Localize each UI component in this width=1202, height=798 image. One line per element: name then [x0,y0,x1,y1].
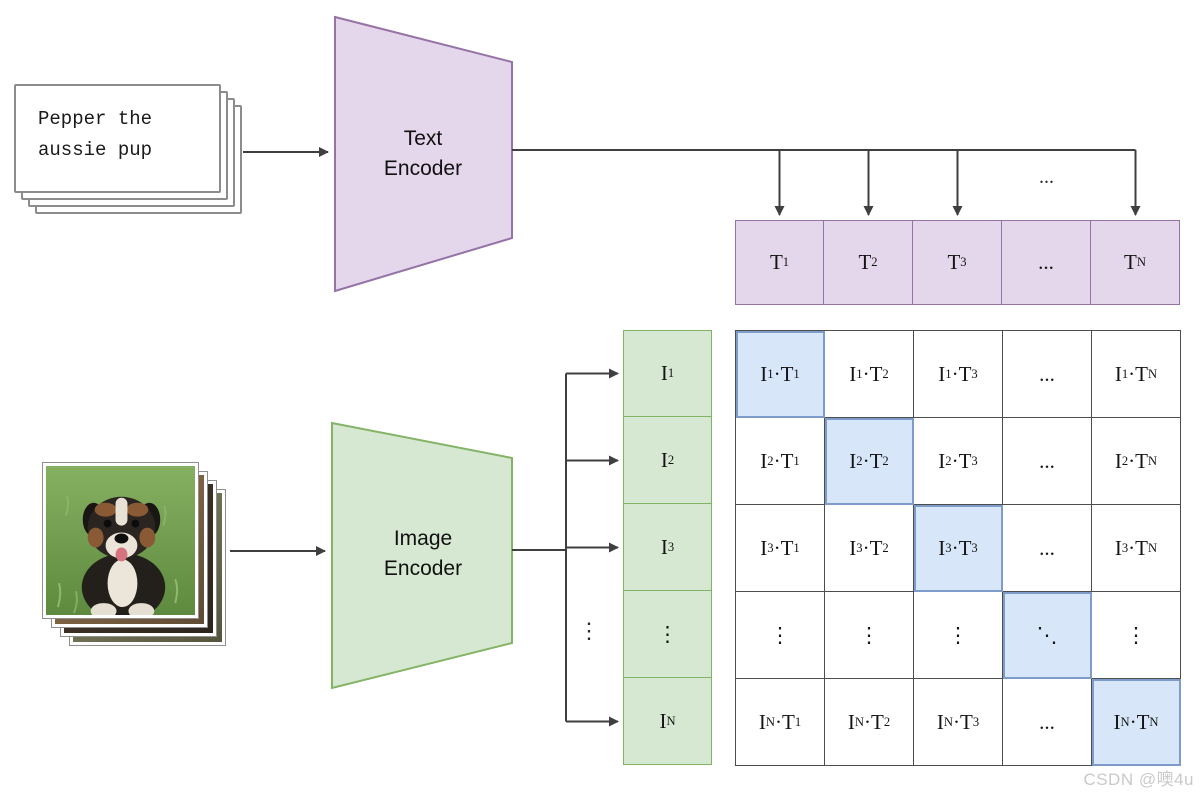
image-flow-arrows [230,368,619,727]
matrix-cell: ... [1003,505,1092,592]
image-encoder-label: Image Encoder [383,527,463,581]
matrix-cell: ⋮ [914,592,1003,679]
watermark: CSDN @噢4u [1083,770,1194,789]
text-flow-arrows [243,147,1141,216]
image-embedding-cell: ⋮ [623,591,712,678]
matrix-cell: ⋮ [825,592,914,679]
matrix-cell: ... [1003,418,1092,505]
text-embedding-cell: ... [1002,220,1091,305]
puppy-photo [46,466,195,615]
matrix-cell: ⋱ [1003,592,1092,679]
image-card [42,462,199,619]
prompt-card: Pepper the aussie pup [14,84,221,193]
prompt-text: Pepper the aussie pup [38,108,153,162]
text-encoder-shape [334,15,513,293]
image-encoder-shape [331,421,513,690]
text-encoder-label: Text Encoder [383,127,463,181]
top-ellipsis: ... [1039,166,1054,188]
matrix-cell: ⋮ [1092,592,1181,679]
matrix-cell: ... [1003,679,1092,766]
matrix-cell: ⋮ [736,592,825,679]
matrix-cell: ... [1003,331,1092,418]
left-ellipsis: ⋮ [578,618,600,643]
